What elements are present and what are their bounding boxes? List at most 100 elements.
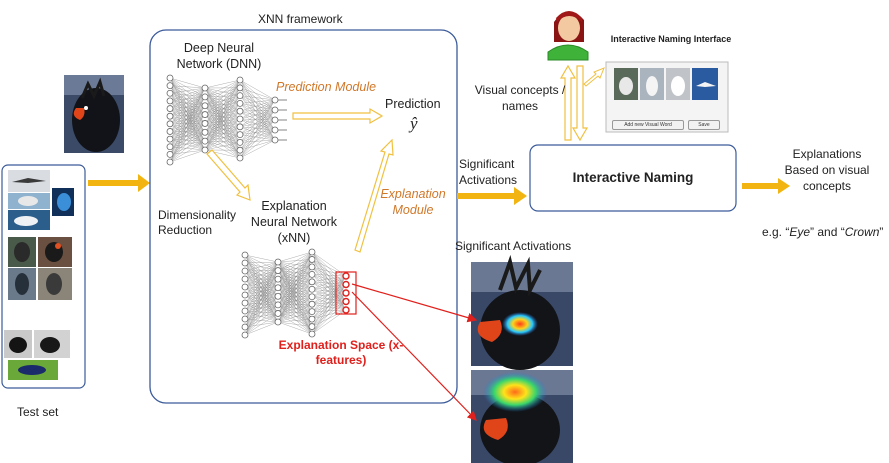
- neuron-node: [274, 275, 282, 283]
- neuron-node: [308, 300, 316, 308]
- neuron-node: [241, 323, 249, 331]
- arrow-dimensionality-reduction: [206, 149, 251, 201]
- neuron-node: [201, 111, 209, 118]
- explanations-label: Explanations Based on visual concepts: [784, 147, 870, 193]
- neuron-node: [166, 112, 174, 120]
- interactive-naming-label: Interactive Naming: [572, 170, 694, 185]
- neuron-node: [201, 137, 209, 145]
- significant-activations-arrow-label: Significant Activations: [459, 157, 518, 187]
- network-edges: [169, 77, 276, 163]
- neuron-node: [236, 154, 244, 162]
- neuron-node: [236, 92, 244, 99]
- dnn-label: Deep Neural Network (DNN): [176, 41, 262, 71]
- neuron-node: [241, 251, 249, 259]
- neuron-node: [342, 306, 350, 314]
- neuron-node: [236, 107, 244, 115]
- arrow-to-prediction: [292, 107, 384, 125]
- neuron-node: [241, 331, 249, 339]
- arrow-down-from-user: [571, 65, 589, 142]
- add-visual-word-button[interactable]: Add new Visual Word: [612, 120, 684, 130]
- arrow-to-explanations: [742, 178, 790, 194]
- neuron-node: [241, 259, 249, 267]
- neuron-node: [308, 330, 316, 338]
- neuron-node: [274, 318, 282, 326]
- neuron-node: [271, 96, 279, 104]
- neuron-node: [166, 97, 174, 105]
- input-bird-image: [64, 75, 124, 153]
- neuron-node: [241, 267, 249, 275]
- neuron-node: [166, 120, 174, 128]
- example-concepts-label: e.g. “Eye” and “Crown”: [762, 225, 883, 239]
- arrow-explanation-module: [354, 138, 394, 253]
- neuron-node: [201, 146, 209, 154]
- neuron-node: [241, 307, 249, 315]
- neuron-node: [166, 135, 174, 143]
- framework-title: XNN framework: [258, 12, 343, 26]
- neuron-node: [236, 76, 244, 84]
- red-arrow-to-eye: [351, 283, 478, 323]
- neuron-node: [201, 84, 209, 92]
- neuron-node: [274, 310, 282, 317]
- xnn-network: [241, 248, 350, 339]
- neuron-node: [274, 258, 282, 266]
- activation-image-crown: [471, 370, 573, 463]
- example-suffix: ”: [879, 225, 884, 239]
- neuron-node: [201, 93, 209, 101]
- prediction-y-hat: ŷ: [410, 114, 418, 133]
- neuron-node: [166, 89, 174, 97]
- neuron-node: [201, 128, 209, 136]
- user-icon: [547, 11, 589, 61]
- neuron-node: [236, 138, 244, 146]
- example-crown: Crown: [844, 225, 880, 239]
- neuron-node: [241, 275, 249, 283]
- neuron-node: [308, 308, 316, 316]
- explanation-space-label: Explanation Space (x-features): [278, 338, 404, 367]
- neuron-node: [308, 315, 316, 323]
- explanation-space-box: [335, 271, 357, 315]
- visual-concepts-label: Visual concepts / names: [474, 83, 566, 113]
- neuron-node: [241, 283, 249, 291]
- neuron-node: [166, 74, 174, 82]
- neuron-node: [271, 116, 279, 124]
- neuron-node: [236, 146, 244, 154]
- neuron-node: [308, 256, 316, 263]
- save-button[interactable]: Save: [688, 120, 720, 130]
- neuron-node: [342, 280, 350, 289]
- neuron-node: [274, 284, 282, 292]
- dnn-network: [166, 74, 287, 166]
- neuron-node: [166, 143, 174, 151]
- example-mid: ” and “: [810, 225, 845, 239]
- neuron-node: [308, 293, 316, 301]
- example-eye: Eye: [789, 225, 811, 239]
- neuron-node: [241, 315, 249, 323]
- neuron-node: [308, 285, 316, 293]
- network-edges: [244, 251, 347, 336]
- neuron-node: [308, 278, 316, 286]
- neuron-node: [308, 323, 316, 330]
- neuron-node: [241, 299, 249, 307]
- neuron-node: [236, 123, 244, 131]
- neuron-node: [271, 106, 279, 114]
- neuron-node: [236, 115, 244, 123]
- neuron-node: [274, 267, 282, 274]
- neuron-node: [308, 248, 316, 256]
- neuron-node: [201, 102, 209, 110]
- neuron-node: [166, 128, 174, 135]
- neuron-node: [201, 120, 209, 127]
- neuron-node: [342, 297, 350, 306]
- neuron-node: [342, 272, 350, 280]
- neuron-node: [271, 126, 279, 134]
- neuron-node: [241, 291, 249, 299]
- neuron-node: [308, 270, 316, 278]
- neuron-node: [342, 289, 350, 297]
- test-set-label: Test set: [17, 405, 59, 419]
- arrow-up-to-user: [559, 64, 577, 141]
- neuron-node: [274, 292, 282, 300]
- neuron-node: [274, 301, 282, 309]
- arrow-to-interactive-naming: [457, 187, 527, 205]
- test-set-images: [4, 170, 74, 380]
- significant-activations-title: Significant Activations: [455, 239, 572, 253]
- neuron-node: [308, 263, 316, 271]
- neuron-node: [166, 105, 174, 112]
